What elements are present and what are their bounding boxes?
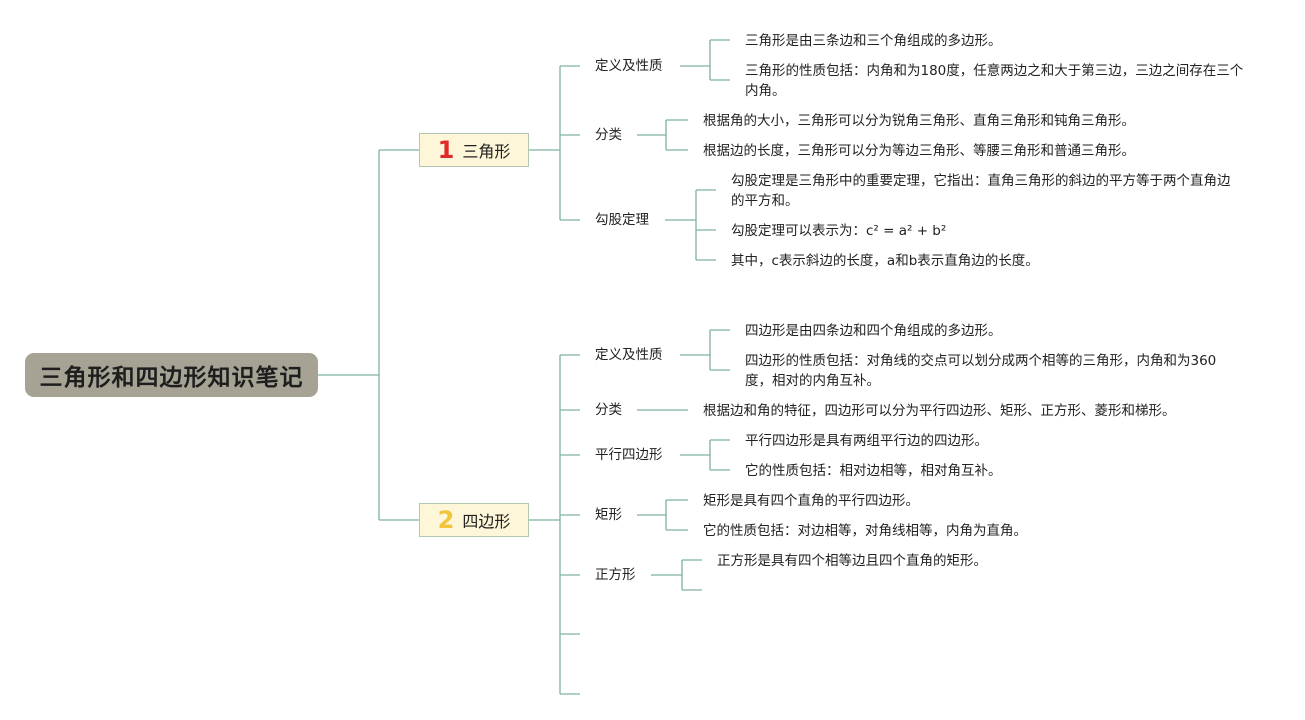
number-2-icon: 2 <box>437 506 455 534</box>
subtopic-pythagorean-theorem[interactable]: 勾股定理 <box>595 212 649 228</box>
leaf-text[interactable]: 勾股定理是三角形中的重要定理，它指出：直角三角形的斜边的平方等于两个直角边的平方… <box>731 173 1231 209</box>
branch-quadrilateral[interactable]: 2 四边形 <box>419 503 529 537</box>
branch-quadrilateral-label: 四边形 <box>462 512 511 531</box>
leaf-text[interactable]: 它的性质包括：对边相等，对角线相等，内角为直角。 <box>703 523 1027 539</box>
subtopic-quad-definition[interactable]: 定义及性质 <box>595 347 663 363</box>
branch-triangle[interactable]: 1 三角形 <box>419 133 529 167</box>
subtopic-quad-classification[interactable]: 分类 <box>595 402 622 418</box>
subtopic-parallelogram[interactable]: 平行四边形 <box>595 447 663 463</box>
subtopic-triangle-classification[interactable]: 分类 <box>595 127 622 143</box>
leaf-text[interactable]: 三角形是由三条边和三个角组成的多边形。 <box>745 33 1002 49</box>
root-title: 三角形和四边形知识笔记 <box>39 365 304 391</box>
leaf-text[interactable]: 正方形是具有四个相等边且四个直角的矩形。 <box>717 553 987 569</box>
root-topic[interactable]: 三角形和四边形知识笔记 <box>25 353 318 397</box>
leaf-text[interactable]: 平行四边形是具有两组平行边的四边形。 <box>745 433 988 449</box>
leaf-text[interactable]: 它的性质包括：相对边相等，相对角互补。 <box>745 463 1002 479</box>
leaf-text[interactable]: 根据角的大小，三角形可以分为锐角三角形、直角三角形和钝角三角形。 <box>703 113 1135 129</box>
number-1-icon: 1 <box>437 136 455 164</box>
leaf-text[interactable]: 三角形的性质包括：内角和为180度，任意两边之和大于第三边，三边之间存在三个内角… <box>745 63 1244 99</box>
leaf-text[interactable]: 四边形是由四条边和四个角组成的多边形。 <box>745 323 1002 339</box>
branch-triangle-label: 三角形 <box>462 142 511 161</box>
subtopic-square[interactable]: 正方形 <box>595 567 636 583</box>
subtopic-rectangle[interactable]: 矩形 <box>595 507 622 523</box>
leaf-text[interactable]: 四边形的性质包括：对角线的交点可以划分成两个相等的三角形，内角和为360度，相对… <box>745 353 1217 389</box>
leaf-text[interactable]: 根据边的长度，三角形可以分为等边三角形、等腰三角形和普通三角形。 <box>703 143 1135 159</box>
leaf-text[interactable]: 勾股定理可以表示为：c² = a² + b² <box>731 223 947 239</box>
leaf-text[interactable]: 矩形是具有四个直角的平行四边形。 <box>703 493 919 509</box>
subtopic-triangle-definition[interactable]: 定义及性质 <box>595 58 663 74</box>
leaf-text[interactable]: 根据边和角的特征，四边形可以分为平行四边形、矩形、正方形、菱形和梯形。 <box>703 403 1176 419</box>
leaf-text[interactable]: 其中，c表示斜边的长度，a和b表示直角边的长度。 <box>731 253 1039 269</box>
